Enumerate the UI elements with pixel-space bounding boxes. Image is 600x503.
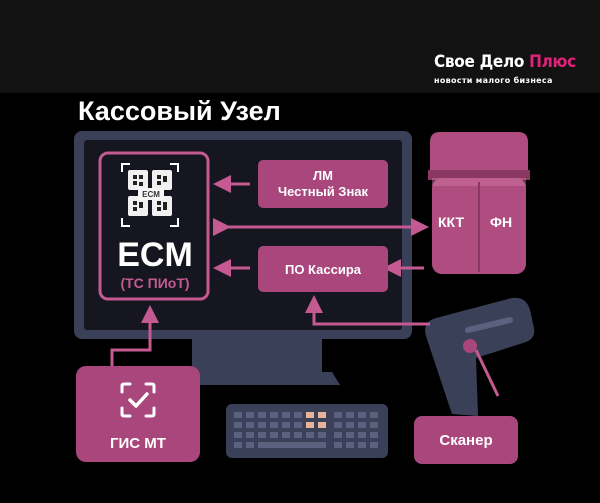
keyboard-highlight-keys [306,412,326,428]
diagram-title: Кассовый Узел [78,96,281,126]
keyboard-keys [234,412,378,448]
ecm-title: ECM [117,236,193,274]
qr-code-icon [121,163,179,227]
ecm-subtitle: (ТС ПИоТ) [120,275,189,291]
arrow-scanner-to-po [305,295,430,326]
fn-label: ФН [490,214,513,230]
chestny-znak-label: Честный Знак [277,184,369,199]
scanner-box: Сканер [414,416,518,464]
scanner-label: Сканер [439,431,493,449]
gis-mt-box: ГИС МТ [76,366,200,462]
keyboard [226,404,388,458]
ecm-frame [98,151,210,301]
po-kassira-label: ПО Кассира [284,261,361,277]
monitor-stand [174,338,340,385]
brand-tagline: новости малого бизнеса [434,76,553,85]
qr-ecm-label: ECM [142,190,160,199]
arrow-gis-to-ecm [110,305,159,370]
po-kassira-box: ПО Кассира [258,246,388,292]
brand-name-main: Свое Дело [434,52,530,72]
gis-mt-label: ГИС МТ [110,435,166,452]
brand-logo: Свое Дело Плюс [434,52,576,72]
lm-chestny-znak-box: ЛМ Честный Знак [258,160,388,208]
lm-label: ЛМ [313,168,333,183]
brand-bar: Свое Дело Плюс новости малого бизнеса [0,0,600,93]
check-scan-icon [120,382,156,418]
brand-name-accent: Плюс [529,52,576,72]
cash-register-device [428,132,530,274]
barcode-scanner [425,297,535,416]
kkt-label: ККТ [438,214,464,230]
connection-arrows [110,175,430,370]
